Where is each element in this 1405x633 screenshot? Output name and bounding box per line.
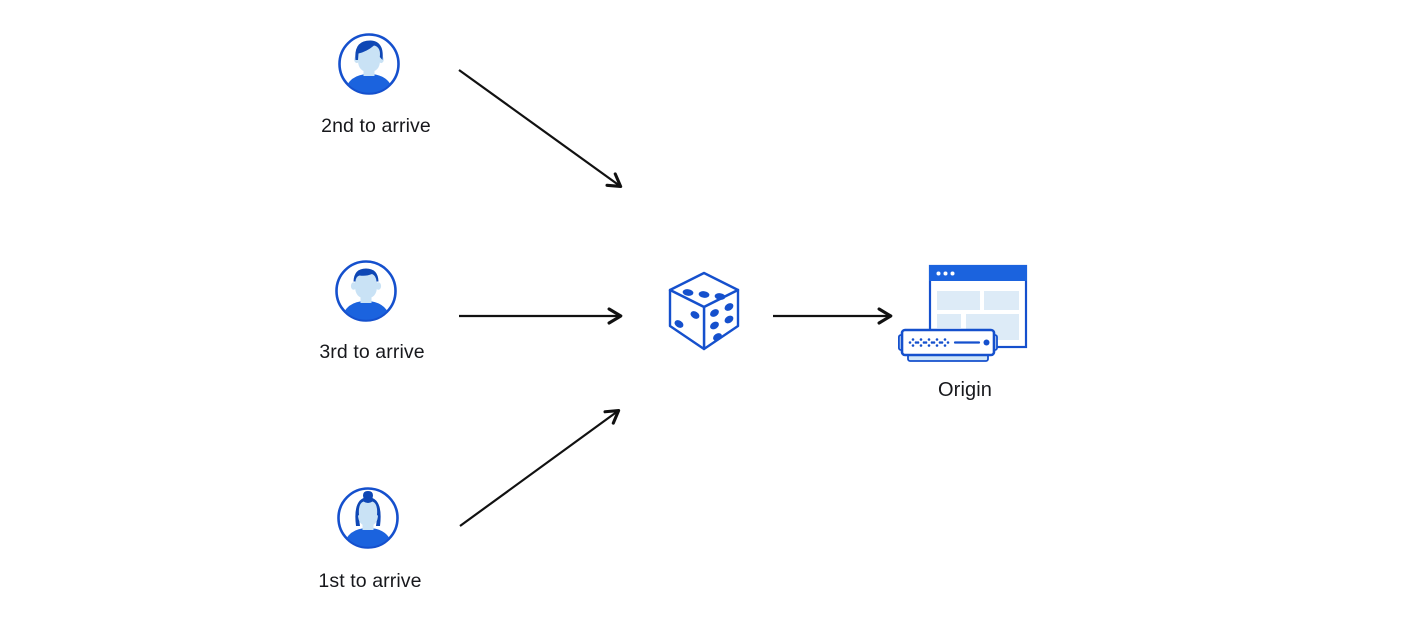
visitor-middle-label: 3rd to arrive: [319, 341, 425, 363]
dice-icon: [668, 271, 740, 351]
visitor-top-label: 2nd to arrive: [321, 115, 431, 137]
arrow-visitor-bottom-to-dice: [459, 408, 621, 527]
origin-label: Origin: [938, 379, 992, 401]
browser-window-with-server-icon: [898, 264, 1028, 362]
server-vent-dots: [908, 338, 950, 347]
dice-pips: [674, 289, 734, 341]
avatar-woman-icon: [337, 487, 399, 549]
server-icon: [898, 328, 998, 362]
avatar-man-short-hair-icon: [335, 260, 397, 322]
visitor-bottom-label: 1st to arrive: [318, 570, 422, 592]
avatar-man-swoop-hair-icon: [338, 33, 400, 95]
arrow-visitor-top-to-dice: [458, 69, 623, 189]
